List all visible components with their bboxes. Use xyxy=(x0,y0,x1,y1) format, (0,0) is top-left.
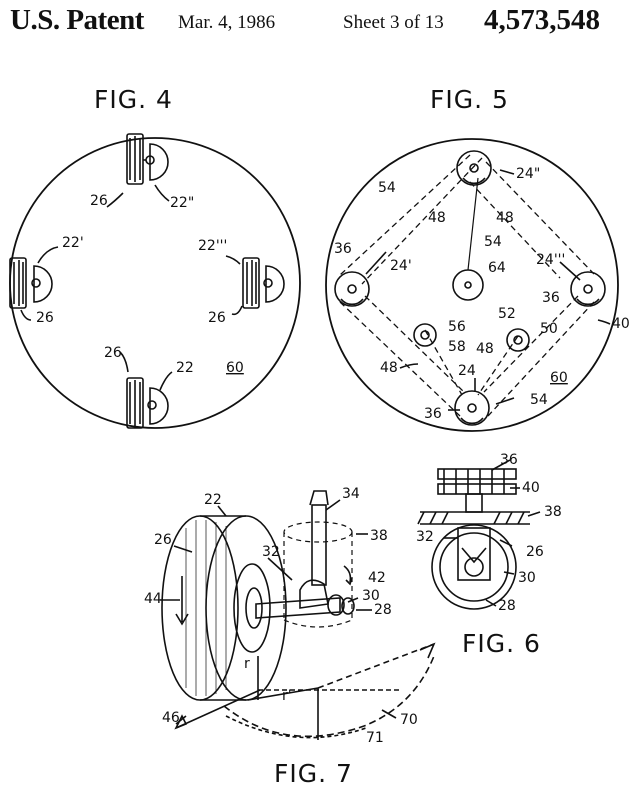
patent-header-number: 4,573,548 xyxy=(484,4,600,36)
fig7-label-42: 42 xyxy=(368,570,386,586)
fig4-caster-bottom xyxy=(126,377,169,429)
fig5-label-58: 58 xyxy=(448,339,466,355)
fig6-label-38: 38 xyxy=(544,504,562,520)
fig5-label-56: 56 xyxy=(448,319,466,335)
fig5-label-54a: 54 xyxy=(378,180,396,196)
fig4-label-22a: 22" xyxy=(170,195,194,211)
fig4-label-60: 60 xyxy=(226,360,244,376)
fig5-label-54c: 54 xyxy=(530,392,548,408)
fig7-label-71: 71 xyxy=(366,730,384,746)
fig4-label-26d: 26 xyxy=(104,345,122,361)
fig5-label-24d: 24' xyxy=(390,258,412,274)
fig4-label-22c: 22''' xyxy=(198,238,227,254)
fig7-title: FIG. 7 xyxy=(274,759,353,788)
fig5-label-24ddd: 24''' xyxy=(536,252,565,268)
fig7-label-r1: r' xyxy=(282,688,292,704)
fig7-arrow-42 xyxy=(343,565,352,583)
fig7-label-30: 30 xyxy=(362,588,380,604)
fig6-title: FIG. 6 xyxy=(462,629,541,658)
fig4-label-26c: 26 xyxy=(208,310,226,326)
fig4-caster-top xyxy=(126,133,169,185)
fig7-label-44: 44 xyxy=(144,591,162,607)
fig7-axle-fork xyxy=(255,490,355,619)
fig5-platform-disc xyxy=(325,138,619,432)
fig5-pulley-52 xyxy=(506,328,530,352)
fig5-label-48c: 48 xyxy=(476,341,494,357)
fig5-label-48a: 48 xyxy=(428,210,446,226)
fig7-wheel xyxy=(161,515,287,701)
fig5-pulley-24 xyxy=(454,390,490,426)
fig7-housing-38 xyxy=(283,521,353,628)
fig6-drawing: 36 40 38 32 26 30 28 FIG. 6 xyxy=(416,452,562,658)
fig6-label-32: 32 xyxy=(416,529,434,545)
fig4-label-26b: 26 xyxy=(36,310,54,326)
fig6-wheel xyxy=(431,524,517,610)
fig5-belt-paths xyxy=(339,154,595,417)
fig5-label-48d: 48 xyxy=(380,360,398,376)
fig7-label-34: 34 xyxy=(342,486,360,502)
fig4-label-22b: 22' xyxy=(62,235,84,251)
fig5-label-64: 64 xyxy=(488,260,506,276)
fig7-label-46: 46 xyxy=(162,710,180,726)
fig5-label-60: 60 xyxy=(550,370,568,386)
fig5-pulley-24ddd xyxy=(570,271,606,307)
patent-header-date: Mar. 4, 1986 xyxy=(178,12,276,33)
fig5-belt-54 xyxy=(467,177,479,271)
fig4-caster-right xyxy=(242,257,285,309)
fig6-label-28: 28 xyxy=(498,598,516,614)
fig7-label-22: 22 xyxy=(204,492,222,508)
fig5-label-52: 52 xyxy=(498,306,516,322)
patent-header-title: U.S. Patent xyxy=(10,4,144,36)
fig5-label-36b: 36 xyxy=(542,290,560,306)
fig6-label-36: 36 xyxy=(500,452,518,468)
fig7-label-28: 28 xyxy=(374,602,392,618)
fig6-mount-plate xyxy=(417,511,530,525)
fig6-label-30: 30 xyxy=(518,570,536,586)
fig5-label-36c: 36 xyxy=(424,406,442,422)
fig5-label-24: 24 xyxy=(458,363,476,379)
fig7-label-70: 70 xyxy=(400,712,418,728)
fig7-label-r: r xyxy=(244,656,250,672)
fig5-label-40: 40 xyxy=(612,316,630,332)
fig6-pulley-stack xyxy=(437,468,517,513)
patent-header-sheet: Sheet 3 of 13 xyxy=(343,12,444,33)
fig5-label-36a: 36 xyxy=(334,241,352,257)
fig4-caster-left xyxy=(9,257,53,309)
fig5-title: FIG. 5 xyxy=(430,85,509,114)
fig4-title: FIG. 4 xyxy=(94,85,173,114)
fig5-pulley-56 xyxy=(413,323,437,347)
fig7-label-32: 32 xyxy=(262,544,280,560)
fig5-drawing: FIG. 5 xyxy=(325,85,630,432)
fig4-label-22d: 22 xyxy=(176,360,194,376)
fig4-label-26a: 26 xyxy=(90,193,108,209)
fig7-arrow-44 xyxy=(175,576,189,626)
fig6-label-26: 26 xyxy=(526,544,544,560)
fig7-label-38: 38 xyxy=(370,528,388,544)
fig5-label-50: 50 xyxy=(540,321,558,337)
fig5-pulley-64 xyxy=(452,269,484,301)
fig5-label-24dd: 24" xyxy=(516,166,540,182)
fig7-arrow-42-head xyxy=(345,577,353,586)
fig5-label-54b: 54 xyxy=(484,234,502,250)
fig4-drawing: FIG. 4 xyxy=(9,85,301,429)
fig7-ground-lines xyxy=(174,642,436,740)
fig7-drawing: 22 34 26 38 32 42 44 30 28 46 r r' 70 71… xyxy=(144,486,436,788)
fig7-label-26: 26 xyxy=(154,532,172,548)
fig5-pulley-24dd xyxy=(456,150,492,186)
fig5-pulley-24d xyxy=(334,271,370,307)
fig5-label-48b: 48 xyxy=(496,210,514,226)
fig6-label-40: 40 xyxy=(522,480,540,496)
